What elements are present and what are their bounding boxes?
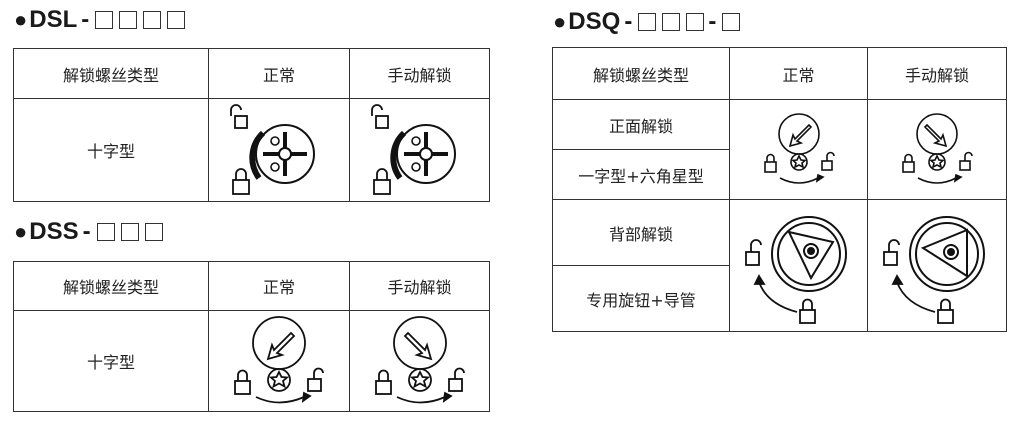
code-box [144,223,163,241]
dsq-back-manual-lock-diagram [883,215,985,324]
row-label: 专用旋钮+导管 [552,265,730,332]
dash: - [82,218,91,245]
dsq-front-normal-lock-diagram [763,112,835,184]
dsq-back-normal-lock-diagram [744,215,847,324]
dial-arrow-icon [777,112,820,155]
dash: - [81,6,90,33]
dsl-normal-diagram [208,98,350,202]
dial-arrow-icon [392,316,447,370]
dsq-front-manual-diagram [867,99,1007,200]
dsl-normal-lock-diagram [230,104,315,195]
star-screw-icon [407,368,432,392]
open-padlock-icon [959,151,973,171]
code-box [96,223,115,241]
star-screw-icon [267,368,291,392]
open-padlock-icon [307,367,324,392]
dial-arrow-icon [252,316,306,370]
header-manual: 手动解锁 [349,261,490,311]
dsq-table: 解锁螺丝类型 正常 手动解锁 正面解锁 [552,47,1007,332]
open-padlock-icon [447,367,465,392]
open-padlock-icon [230,104,248,129]
dss-normal-diagram [208,310,350,412]
dsl-table: 解锁螺丝类型 正常 手动解锁 十字型 [13,48,490,202]
row-label: 正面解锁 [552,99,730,150]
dsl-prefix: DSL [29,6,78,33]
dsq-back-normal-diagram [729,199,868,332]
code-box [95,11,114,29]
header-manual: 手动解锁 [349,48,490,99]
closed-padlock-icon [374,369,392,395]
header-type: 解锁螺丝类型 [13,48,209,99]
dss-normal-lock-diagram [234,316,324,404]
closed-padlock-icon [937,298,954,324]
dsq-back-manual-diagram [867,199,1007,332]
dial-arrow-icon [916,112,958,155]
row-label: 一字型+六角星型 [552,149,730,200]
header-type: 解锁螺丝类型 [13,261,209,311]
code-box [120,223,139,241]
dsq-front-manual-lock-diagram [902,112,973,184]
code-box [662,13,681,31]
closed-padlock-icon [232,168,250,195]
rotate-arrow-icon [891,273,936,313]
dss-manual-diagram [349,310,490,412]
row-label: 十字型 [13,310,209,412]
dss-table: 解锁螺丝类型 正常 手动解锁 十字型 [13,261,490,412]
bullet-icon: ● [553,9,567,34]
code-box [722,13,741,31]
open-padlock-icon [744,238,762,266]
cross-screw-icon [389,124,456,184]
header-normal: 正常 [729,47,868,100]
rotate-arrow-icon [753,273,797,313]
rotate-arrow-icon [779,173,825,184]
closed-padlock-icon [234,369,251,395]
bullet-icon: ● [14,7,28,32]
open-padlock-icon [820,151,835,171]
code-box [686,13,705,31]
open-padlock-icon [883,238,900,266]
dsl-heading: ● DSL - [14,6,186,34]
cross-screw-icon [249,124,315,184]
closed-padlock-icon [372,168,391,195]
dsl-manual-diagram [349,98,490,202]
row-label: 十字型 [13,98,209,202]
code-box [143,11,162,29]
knob-icon [770,215,847,292]
rotate-arrow-icon [396,391,453,404]
dsl-manual-lock-diagram [370,104,456,195]
closed-padlock-icon [763,153,777,173]
closed-padlock-icon [902,153,915,173]
header-type: 解锁螺丝类型 [552,47,730,100]
bullet-icon: ● [14,219,28,244]
dss-manual-lock-diagram [374,316,465,404]
row-label: 背部解锁 [552,199,730,266]
dss-prefix: DSS [29,218,79,245]
code-box [167,11,186,29]
dsq-front-normal-diagram [729,99,868,200]
star-screw-icon [928,152,946,171]
rotate-arrow-icon [255,391,312,404]
rotate-arrow-icon [917,173,963,184]
dsq-prefix: DSQ [568,8,621,35]
star-screw-icon [789,152,808,171]
header-manual: 手动解锁 [867,47,1007,100]
dash: - [708,8,717,35]
dash: - [624,8,633,35]
closed-padlock-icon [798,298,816,324]
header-normal: 正常 [208,48,350,99]
header-normal: 正常 [208,261,350,311]
code-box [119,11,138,29]
knob-icon [909,215,985,292]
dss-heading: ● DSS - [14,218,163,246]
dsq-heading: ● DSQ - - [553,8,741,36]
open-padlock-icon [370,104,389,129]
code-box [638,13,657,31]
